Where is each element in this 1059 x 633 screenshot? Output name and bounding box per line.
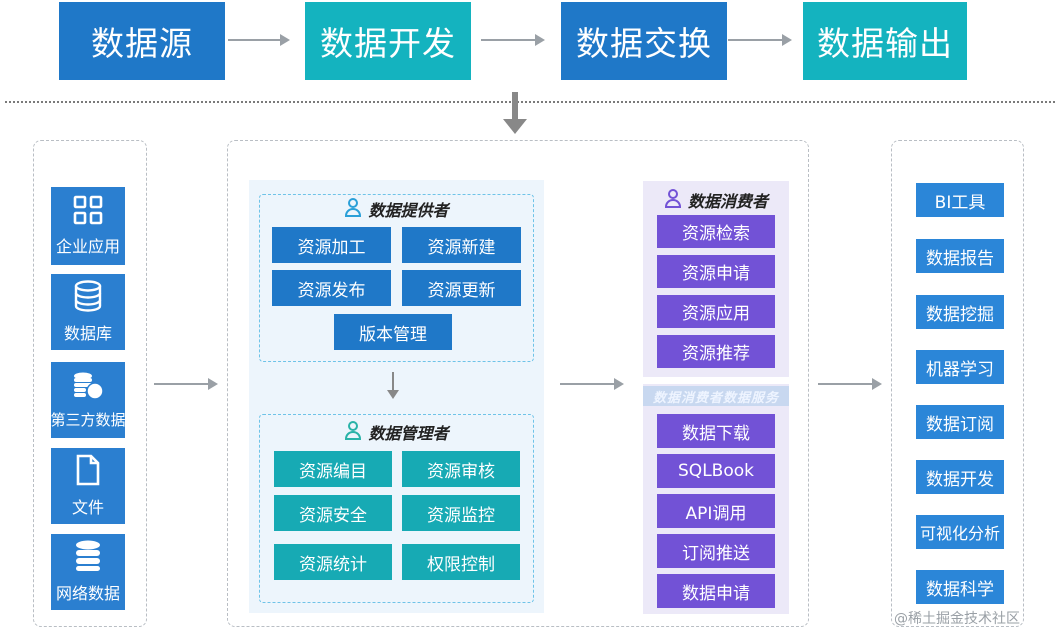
consumer-item-use[interactable]: 资源应用 xyxy=(657,295,775,328)
manager-item-audit[interactable]: 资源审核 xyxy=(402,451,520,487)
coins-icon xyxy=(71,371,105,409)
flow-step-data-exchange: 数据交换 xyxy=(561,2,727,80)
arrow-to-outputs xyxy=(818,378,882,390)
provider-item-update[interactable]: 资源更新 xyxy=(402,270,521,306)
source-label: 企业应用 xyxy=(55,237,120,256)
output-data-development[interactable]: 数据开发 xyxy=(916,460,1004,494)
flow-arrow xyxy=(728,34,792,46)
source-label: 第三方数据 xyxy=(50,410,126,429)
separator-line xyxy=(5,101,1055,103)
manager-item-stats[interactable]: 资源统计 xyxy=(274,544,392,580)
sources-panel xyxy=(33,140,147,627)
provider-item-publish[interactable]: 资源发布 xyxy=(272,270,391,306)
access-item-subscribe[interactable]: 订阅推送 xyxy=(657,534,775,568)
provider-item-create[interactable]: 资源新建 xyxy=(402,227,521,263)
user-icon xyxy=(664,188,682,212)
manager-title-text: 数据管理者 xyxy=(368,424,449,443)
access-item-sqlbook[interactable]: SQLBook xyxy=(657,454,775,488)
source-file: 文件 xyxy=(51,448,125,524)
output-data-mining[interactable]: 数据挖掘 xyxy=(916,295,1004,329)
source-label: 文件 xyxy=(71,498,104,517)
source-label: 网络数据 xyxy=(55,584,120,603)
access-item-api[interactable]: API调用 xyxy=(657,494,775,528)
down-arrow-small xyxy=(386,372,400,400)
source-database: 数据库 xyxy=(51,274,125,350)
access-item-request[interactable]: 数据申请 xyxy=(657,574,775,608)
flow-step-data-output: 数据输出 xyxy=(803,2,967,80)
source-third-party: 第三方数据 xyxy=(50,362,126,438)
consumer-item-apply[interactable]: 资源申请 xyxy=(657,255,775,288)
database-icon xyxy=(73,280,103,320)
output-machine-learning[interactable]: 机器学习 xyxy=(916,350,1004,384)
flow-arrow xyxy=(228,34,290,46)
output-bi-tools[interactable]: BI工具 xyxy=(916,183,1004,217)
manager-item-permission[interactable]: 权限控制 xyxy=(402,544,520,580)
manager-item-monitor[interactable]: 资源监控 xyxy=(402,495,520,531)
output-data-subscription[interactable]: 数据订阅 xyxy=(916,405,1004,439)
network-database-icon xyxy=(73,540,103,580)
user-icon xyxy=(344,197,362,221)
outputs-panel xyxy=(891,140,1024,627)
source-label: 数据库 xyxy=(63,324,112,343)
provider-item-version[interactable]: 版本管理 xyxy=(334,314,452,350)
down-arrow xyxy=(502,92,528,136)
provider-title-text: 数据提供者 xyxy=(368,201,449,220)
flow-step-data-source: 数据源 xyxy=(59,2,225,80)
output-data-report[interactable]: 数据报告 xyxy=(916,239,1004,273)
source-enterprise-app: 企业应用 xyxy=(51,187,125,265)
flow-arrow xyxy=(481,34,545,46)
grid-icon xyxy=(73,195,103,233)
manager-item-catalog[interactable]: 资源编目 xyxy=(274,451,392,487)
manager-group xyxy=(259,414,534,603)
access-item-download[interactable]: 数据下载 xyxy=(657,414,775,448)
provider-item-process[interactable]: 资源加工 xyxy=(272,227,391,263)
flow-step-data-development: 数据开发 xyxy=(305,2,471,80)
arrow-to-consumer xyxy=(560,378,624,390)
provider-group xyxy=(259,194,534,362)
file-icon xyxy=(75,454,101,494)
consumer-title: 数据消费者 xyxy=(643,188,789,212)
watermark: @稀土掘金技术社区 xyxy=(894,611,1020,627)
manager-title: 数据管理者 xyxy=(259,420,534,444)
consumer-title-text: 数据消费者 xyxy=(687,192,768,211)
source-network-data: 网络数据 xyxy=(51,534,125,610)
consumer-band: 数据消费者数据服务 xyxy=(643,386,789,406)
output-data-science[interactable]: 数据科学 xyxy=(916,570,1004,604)
user-icon xyxy=(344,420,362,444)
consumer-item-recommend[interactable]: 资源推荐 xyxy=(657,335,775,368)
arrow-sources-to-exchange xyxy=(154,378,218,390)
consumer-item-search[interactable]: 资源检索 xyxy=(657,215,775,248)
output-visual-analysis[interactable]: 可视化分析 xyxy=(916,515,1004,549)
manager-item-security[interactable]: 资源安全 xyxy=(274,495,392,531)
exchange-panel xyxy=(227,140,809,627)
provider-title: 数据提供者 xyxy=(259,197,534,221)
